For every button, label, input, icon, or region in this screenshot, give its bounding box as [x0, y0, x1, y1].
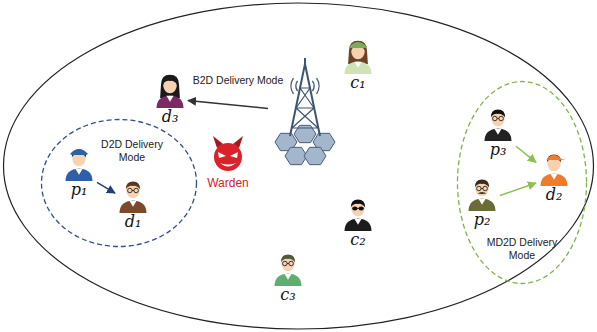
collar — [478, 199, 485, 205]
delivery-arrow — [188, 101, 268, 109]
mouth — [220, 163, 236, 167]
long-hair — [160, 75, 180, 98]
hair — [351, 200, 365, 208]
user-node: d₃ — [152, 72, 188, 126]
user-node: c₁ — [340, 38, 376, 92]
user-node: p₂ — [464, 175, 500, 229]
base-station — [268, 56, 342, 168]
mode-label: D2D Delivery Mode — [96, 138, 168, 164]
hair — [126, 182, 140, 190]
person-figure — [115, 177, 151, 213]
collar — [494, 129, 501, 135]
delivery-arrow — [500, 183, 536, 196]
user-label: p₁ — [61, 181, 97, 199]
cap — [547, 155, 566, 160]
eye — [230, 152, 238, 158]
user-node: d₁ — [115, 177, 151, 231]
hat — [349, 42, 367, 48]
collar — [284, 274, 291, 280]
signal-waves — [291, 78, 319, 94]
user-node: d₂ — [536, 150, 572, 204]
user-label: d₃ — [152, 108, 188, 126]
user-label: c₃ — [270, 286, 306, 304]
user-label: c₂ — [340, 231, 376, 249]
face — [214, 143, 242, 171]
user-node: p₁ — [61, 145, 97, 199]
user-label: p₃ — [480, 141, 516, 159]
collar — [129, 201, 136, 207]
glasses — [493, 116, 504, 121]
group-outline — [40, 118, 198, 248]
delivery-group: D2D Delivery Mode p₁ d₁ — [40, 118, 198, 248]
user-label: d₂ — [536, 186, 572, 204]
warden-figure — [208, 135, 248, 175]
collar — [75, 169, 82, 175]
body — [541, 173, 568, 186]
collar — [354, 62, 361, 68]
hair — [281, 255, 295, 263]
mode-label: MD2D Delivery Mode — [486, 236, 558, 262]
person-figure — [340, 195, 376, 231]
person-figure — [536, 150, 572, 186]
eye — [218, 152, 226, 158]
cell-hexagon — [304, 147, 326, 164]
hat — [70, 149, 88, 155]
body — [66, 168, 93, 181]
body — [275, 273, 302, 286]
user-node: p₃ — [480, 105, 516, 159]
glasses — [128, 188, 139, 193]
delivery-arrow — [97, 182, 115, 193]
tower-lattice — [290, 58, 320, 136]
base-station-node — [268, 56, 342, 168]
user-label: p₂ — [464, 211, 500, 229]
person-figure — [464, 175, 500, 211]
user-node: c₂ — [340, 195, 376, 249]
warden-label: Warden — [207, 176, 249, 190]
person-figure — [480, 105, 516, 141]
sunglasses — [352, 207, 364, 211]
body — [485, 128, 512, 141]
hair — [475, 180, 489, 188]
delivery-arrow — [516, 146, 536, 162]
collar — [354, 219, 361, 225]
body — [157, 95, 184, 108]
body — [345, 218, 372, 231]
glasses — [283, 261, 294, 266]
user-label: d₁ — [115, 213, 151, 231]
user-node: c₃ — [270, 250, 306, 304]
cell-boundary — [4, 3, 594, 329]
person-figure — [270, 250, 306, 286]
person-figure — [340, 38, 376, 74]
mode-label: B2D Delivery Mode — [191, 74, 285, 87]
person-figure — [152, 72, 188, 108]
user-label: c₁ — [340, 74, 376, 92]
person-figure — [61, 145, 97, 181]
hair — [491, 110, 505, 118]
collar — [166, 96, 173, 102]
delivery-group: MD2D Delivery Mode p₃ d₂ p₂ — [456, 80, 588, 285]
body — [120, 200, 147, 213]
body — [469, 198, 496, 211]
long-hair — [348, 41, 368, 64]
warden-node: Warden — [207, 135, 249, 190]
collar — [550, 174, 557, 180]
mustache — [478, 192, 487, 194]
glasses — [477, 186, 488, 191]
hair — [163, 77, 177, 85]
body — [345, 61, 372, 74]
